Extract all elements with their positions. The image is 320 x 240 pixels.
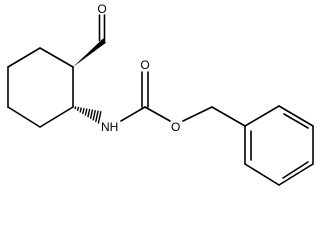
aldehyde-group: O bbox=[97, 2, 107, 42]
wedge-bond bbox=[73, 38, 106, 67]
ch2-phenyl-bond bbox=[211, 106, 246, 127]
ring-bond bbox=[39, 47, 74, 68]
ring-bond bbox=[7, 47, 41, 68]
cyclohexane-ring bbox=[7, 47, 74, 128]
c-o-bond bbox=[144, 106, 171, 122]
o-ch2-bond bbox=[182, 106, 213, 122]
ring-bond bbox=[244, 163, 280, 186]
ring-bond bbox=[278, 105, 314, 127]
carbonyl-oxygen-label: O bbox=[140, 58, 149, 72]
aromatic-inner-bond bbox=[283, 113, 309, 129]
ester-oxygen-label: O bbox=[171, 120, 180, 134]
ring-bond bbox=[244, 105, 280, 127]
molecule-drawing: O NH O O bbox=[7, 2, 314, 186]
aldehyde-oxygen-label: O bbox=[97, 2, 106, 16]
ring-bond bbox=[39, 106, 74, 128]
aromatic-inner-bond bbox=[282, 161, 309, 179]
n-c-bond bbox=[120, 106, 146, 122]
structure-canvas: O NH O O bbox=[7, 2, 314, 186]
carbamate-group: O O bbox=[120, 58, 246, 134]
amide-nitrogen-label: NH bbox=[101, 120, 118, 134]
ring-bond bbox=[7, 106, 41, 128]
ring-bond bbox=[278, 163, 314, 186]
hashed-wedge-bond bbox=[74, 106, 102, 124]
benzene-ring bbox=[244, 105, 314, 186]
